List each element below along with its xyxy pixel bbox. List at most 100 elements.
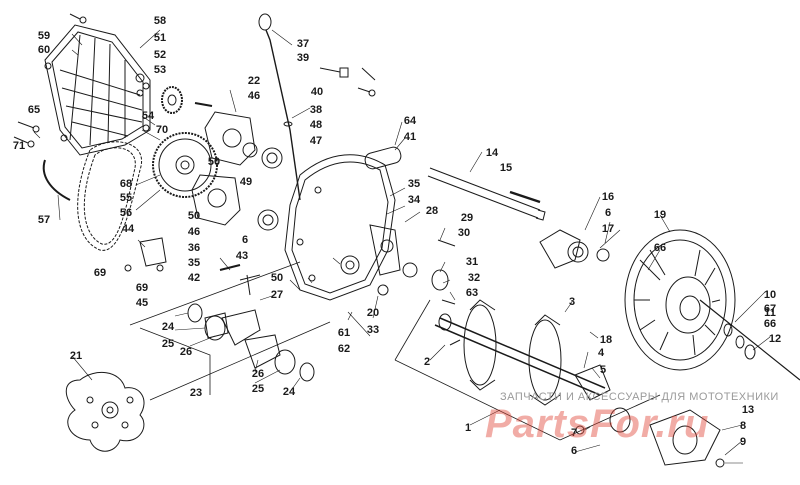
idler-wheel [65, 372, 145, 452]
bearing-housing-right [574, 364, 725, 468]
large-sprocket [152, 132, 218, 198]
callout-70: 70 [155, 124, 169, 136]
callout-34: 34 [407, 194, 421, 206]
callout-7: 7 [570, 427, 578, 439]
callout-64: 64 [403, 115, 417, 127]
cap-cover [364, 146, 402, 170]
wire-clip [42, 159, 71, 201]
screws-left [13, 13, 87, 148]
callout-20: 20 [366, 307, 380, 319]
bolts-top [319, 67, 376, 97]
callout-57: 57 [37, 214, 51, 226]
callout-63: 63 [465, 287, 479, 299]
callout-6a: 6 [241, 234, 249, 246]
washers-right [723, 323, 756, 360]
callout-52: 52 [153, 49, 167, 61]
callout-46b: 46 [187, 226, 201, 238]
callout-12: 12 [768, 333, 782, 345]
callout-24b: 24 [282, 386, 296, 398]
callout-13: 13 [741, 404, 755, 416]
callout-8: 8 [739, 420, 747, 432]
driven-clutch [624, 229, 800, 381]
callout-43: 43 [235, 250, 249, 262]
callout-17: 17 [601, 223, 615, 235]
callout-35a: 35 [407, 178, 421, 190]
callout-53: 53 [153, 64, 167, 76]
callout-6b: 6 [604, 207, 612, 219]
dipstick [258, 13, 301, 201]
callout-39: 39 [296, 52, 310, 64]
callout-66b: 66 [763, 318, 777, 330]
callout-47: 47 [309, 135, 323, 147]
callout-2: 2 [423, 356, 431, 368]
callout-9: 9 [739, 436, 747, 448]
lower-left-parts [187, 264, 315, 382]
callout-24a: 24 [161, 321, 175, 333]
callout-65: 65 [27, 104, 41, 116]
callout-16: 16 [601, 191, 615, 203]
callout-23: 23 [189, 387, 203, 399]
callout-22: 22 [247, 75, 261, 87]
callout-50c: 50 [270, 272, 284, 284]
callout-36: 36 [187, 242, 201, 254]
chain [77, 141, 143, 251]
callout-56: 56 [119, 207, 133, 219]
callout-49: 49 [239, 176, 253, 188]
callout-46: 46 [247, 90, 261, 102]
watermark-logo: PartsFor.ru [485, 402, 710, 446]
tensioner-block [124, 237, 167, 272]
callout-4: 4 [597, 347, 605, 359]
callout-37: 37 [296, 38, 310, 50]
callout-62: 62 [337, 343, 351, 355]
callout-50b: 50 [187, 210, 201, 222]
callout-25a: 25 [161, 338, 175, 350]
callout-42: 42 [187, 272, 201, 284]
callout-6c: 6 [570, 445, 578, 457]
callout-29: 29 [460, 212, 474, 224]
callout-41: 41 [403, 131, 417, 143]
callout-31: 31 [465, 256, 479, 268]
callout-68: 68 [119, 178, 133, 190]
callout-58: 58 [153, 15, 167, 27]
screen-cover [44, 24, 151, 156]
leader-lines [33, 29, 771, 464]
callout-40: 40 [310, 86, 324, 98]
callout-19: 19 [653, 209, 667, 221]
callout-44: 44 [121, 223, 135, 235]
callout-71: 71 [12, 140, 26, 152]
jackshaft [427, 167, 546, 221]
small-sprocket [135, 73, 183, 114]
callout-60: 60 [37, 44, 51, 56]
callout-59: 59 [37, 30, 51, 42]
callout-48: 48 [309, 119, 323, 131]
callout-66a: 66 [653, 242, 667, 254]
callout-50: 50 [207, 156, 221, 168]
callout-35b: 35 [187, 257, 201, 269]
callout-11: 11 [764, 307, 776, 319]
callout-14: 14 [485, 147, 499, 159]
callout-45: 45 [135, 297, 149, 309]
callout-25b: 25 [251, 383, 265, 395]
callout-26b: 26 [251, 368, 265, 380]
callout-3: 3 [568, 296, 576, 308]
callout-26a: 26 [179, 346, 193, 358]
callout-69b: 69 [135, 282, 149, 294]
callout-18: 18 [599, 334, 613, 346]
callout-61: 61 [337, 327, 351, 339]
callout-10: 10 [763, 289, 777, 301]
chaincase-housing [284, 154, 401, 301]
callout-55: 55 [119, 192, 133, 204]
watermark-caption: ЗАПЧАСТИ И АКСЕССУАРЫ ДЛЯ МОТОТЕХНИКИ [500, 391, 779, 403]
callout-27: 27 [270, 289, 284, 301]
callout-67: 67 [763, 303, 777, 315]
callout-33: 33 [366, 324, 380, 336]
callout-5: 5 [599, 364, 607, 376]
callout-30: 30 [457, 227, 471, 239]
bearing-set [377, 229, 610, 305]
callout-51: 51 [153, 32, 167, 44]
callout-38: 38 [309, 104, 323, 116]
callout-21: 21 [69, 350, 83, 362]
callout-32: 32 [467, 272, 481, 284]
